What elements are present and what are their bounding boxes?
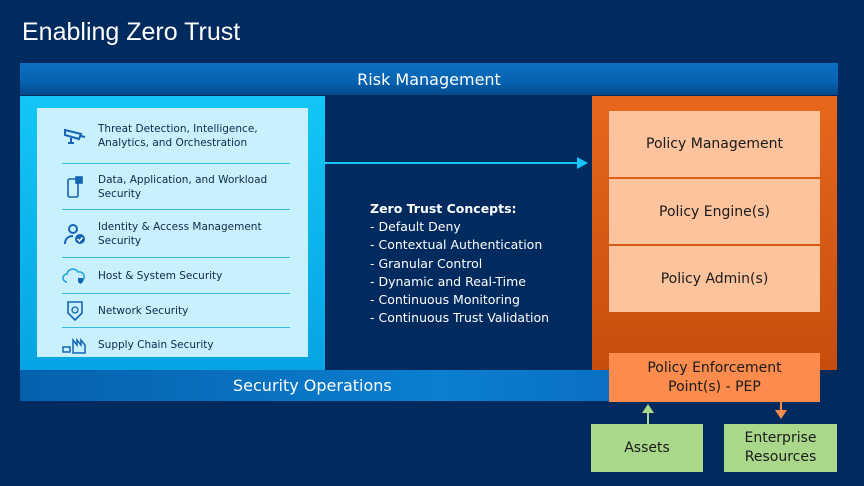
list-item-label: Threat Detection, Intelligence, Analytic… bbox=[98, 122, 258, 149]
list-item: Identity & Access Management Security bbox=[62, 210, 290, 258]
supply-chain-icon bbox=[62, 337, 86, 354]
enterprise-line2: Resources bbox=[744, 449, 817, 465]
list-item-label: Network Security bbox=[98, 304, 189, 317]
list-item-label: Host & System Security bbox=[98, 269, 223, 282]
enterprise-line1: Enterprise bbox=[744, 430, 817, 446]
mobile-app-icon bbox=[67, 175, 83, 198]
risk-management-bar: Risk Management bbox=[20, 63, 838, 95]
cloud-shield-icon bbox=[62, 267, 85, 284]
list-item: Supply Chain Security bbox=[62, 328, 290, 361]
network-shield-icon bbox=[67, 300, 83, 321]
assets-box: Assets bbox=[591, 424, 703, 472]
concept-item: - Granular Control bbox=[370, 255, 483, 271]
arrow-to-policy bbox=[325, 157, 588, 169]
capabilities-list: Threat Detection, Intelligence, Analytic… bbox=[37, 108, 308, 357]
surveillance-camera-icon bbox=[64, 128, 86, 144]
policy-admin-box: Policy Admin(s) bbox=[609, 246, 820, 312]
list-item: Host & System Security bbox=[62, 258, 290, 294]
security-operations-bar: Security Operations bbox=[20, 370, 620, 401]
policy-engine-box: Policy Engine(s) bbox=[609, 179, 820, 244]
user-check-icon bbox=[64, 223, 85, 244]
arrow-pep-to-resources bbox=[775, 402, 787, 419]
concepts-heading: Zero Trust Concepts: bbox=[370, 201, 517, 216]
list-item-label: Identity & Access Management Security bbox=[98, 220, 262, 247]
zero-trust-concepts: Zero Trust Concepts: - Default Deny - Co… bbox=[370, 200, 549, 327]
list-item-label: Supply Chain Security bbox=[98, 338, 214, 351]
policy-management-box: Policy Management bbox=[609, 111, 820, 177]
page-title: Enabling Zero Trust bbox=[22, 18, 241, 46]
concept-item: - Dynamic and Real-Time bbox=[370, 273, 526, 289]
arrow-assets-to-pep bbox=[642, 404, 654, 424]
concept-item: - Continuous Trust Validation bbox=[370, 310, 550, 326]
pep-line2: Point(s) - PEP bbox=[668, 378, 761, 395]
list-item: Threat Detection, Intelligence, Analytic… bbox=[62, 108, 290, 164]
pep-line1: Policy Enforcement bbox=[647, 359, 782, 376]
list-item-label: Data, Application, and Workload Security bbox=[98, 173, 268, 200]
list-item: Data, Application, and Workload Security bbox=[62, 164, 290, 210]
concept-item: - Continuous Monitoring bbox=[370, 292, 520, 308]
list-item: Network Security bbox=[62, 294, 290, 328]
concept-item: - Contextual Authentication bbox=[370, 237, 543, 253]
concept-item: - Default Deny bbox=[370, 219, 461, 235]
